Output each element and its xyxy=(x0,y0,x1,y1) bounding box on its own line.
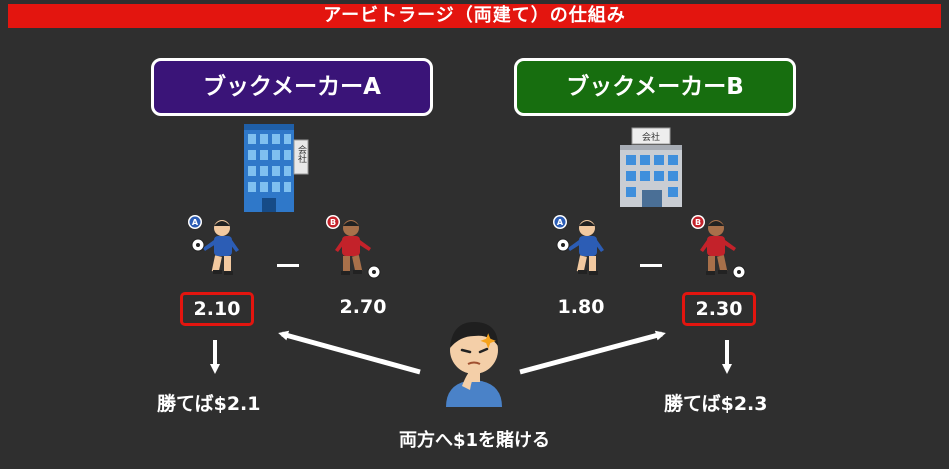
bettor-person-icon xyxy=(446,322,502,407)
player-b-icon: B xyxy=(326,215,381,279)
office-building-a-icon: 会社 xyxy=(244,124,309,212)
player-badge: A xyxy=(557,218,564,227)
bet-caption: 両方へ$1を賭ける xyxy=(398,430,551,451)
player-a-icon: A xyxy=(553,215,604,275)
bookmaker-a-label: ブックメーカーA xyxy=(151,58,433,116)
building-sign-a: 会社 xyxy=(296,144,307,164)
payout-b: 勝てば$2.3 xyxy=(664,393,768,415)
odds-b-player-b: 2.30 xyxy=(682,292,756,326)
versus-dash xyxy=(277,264,299,267)
player-b-icon: B xyxy=(691,215,746,279)
player-badge: A xyxy=(192,218,199,227)
player-badge: B xyxy=(330,218,336,227)
bet-arrow-right xyxy=(519,330,666,375)
odds-a-player-a: 2.10 xyxy=(180,292,254,326)
page-title: アービトラージ（両建て）の仕組み xyxy=(8,4,941,28)
player-a-icon: A xyxy=(188,215,239,275)
bet-arrow-left xyxy=(278,330,421,375)
odds-b-player-a: 1.80 xyxy=(557,296,605,318)
player-badge: B xyxy=(695,218,701,227)
odds-a-player-b: 2.70 xyxy=(339,296,387,318)
office-building-b-icon: 会社 xyxy=(620,127,682,207)
payout-a: 勝てば$2.1 xyxy=(157,393,261,415)
bookmaker-b-label: ブックメーカーB xyxy=(514,58,796,116)
building-sign-b: 会社 xyxy=(642,131,660,143)
versus-dash xyxy=(640,264,662,267)
